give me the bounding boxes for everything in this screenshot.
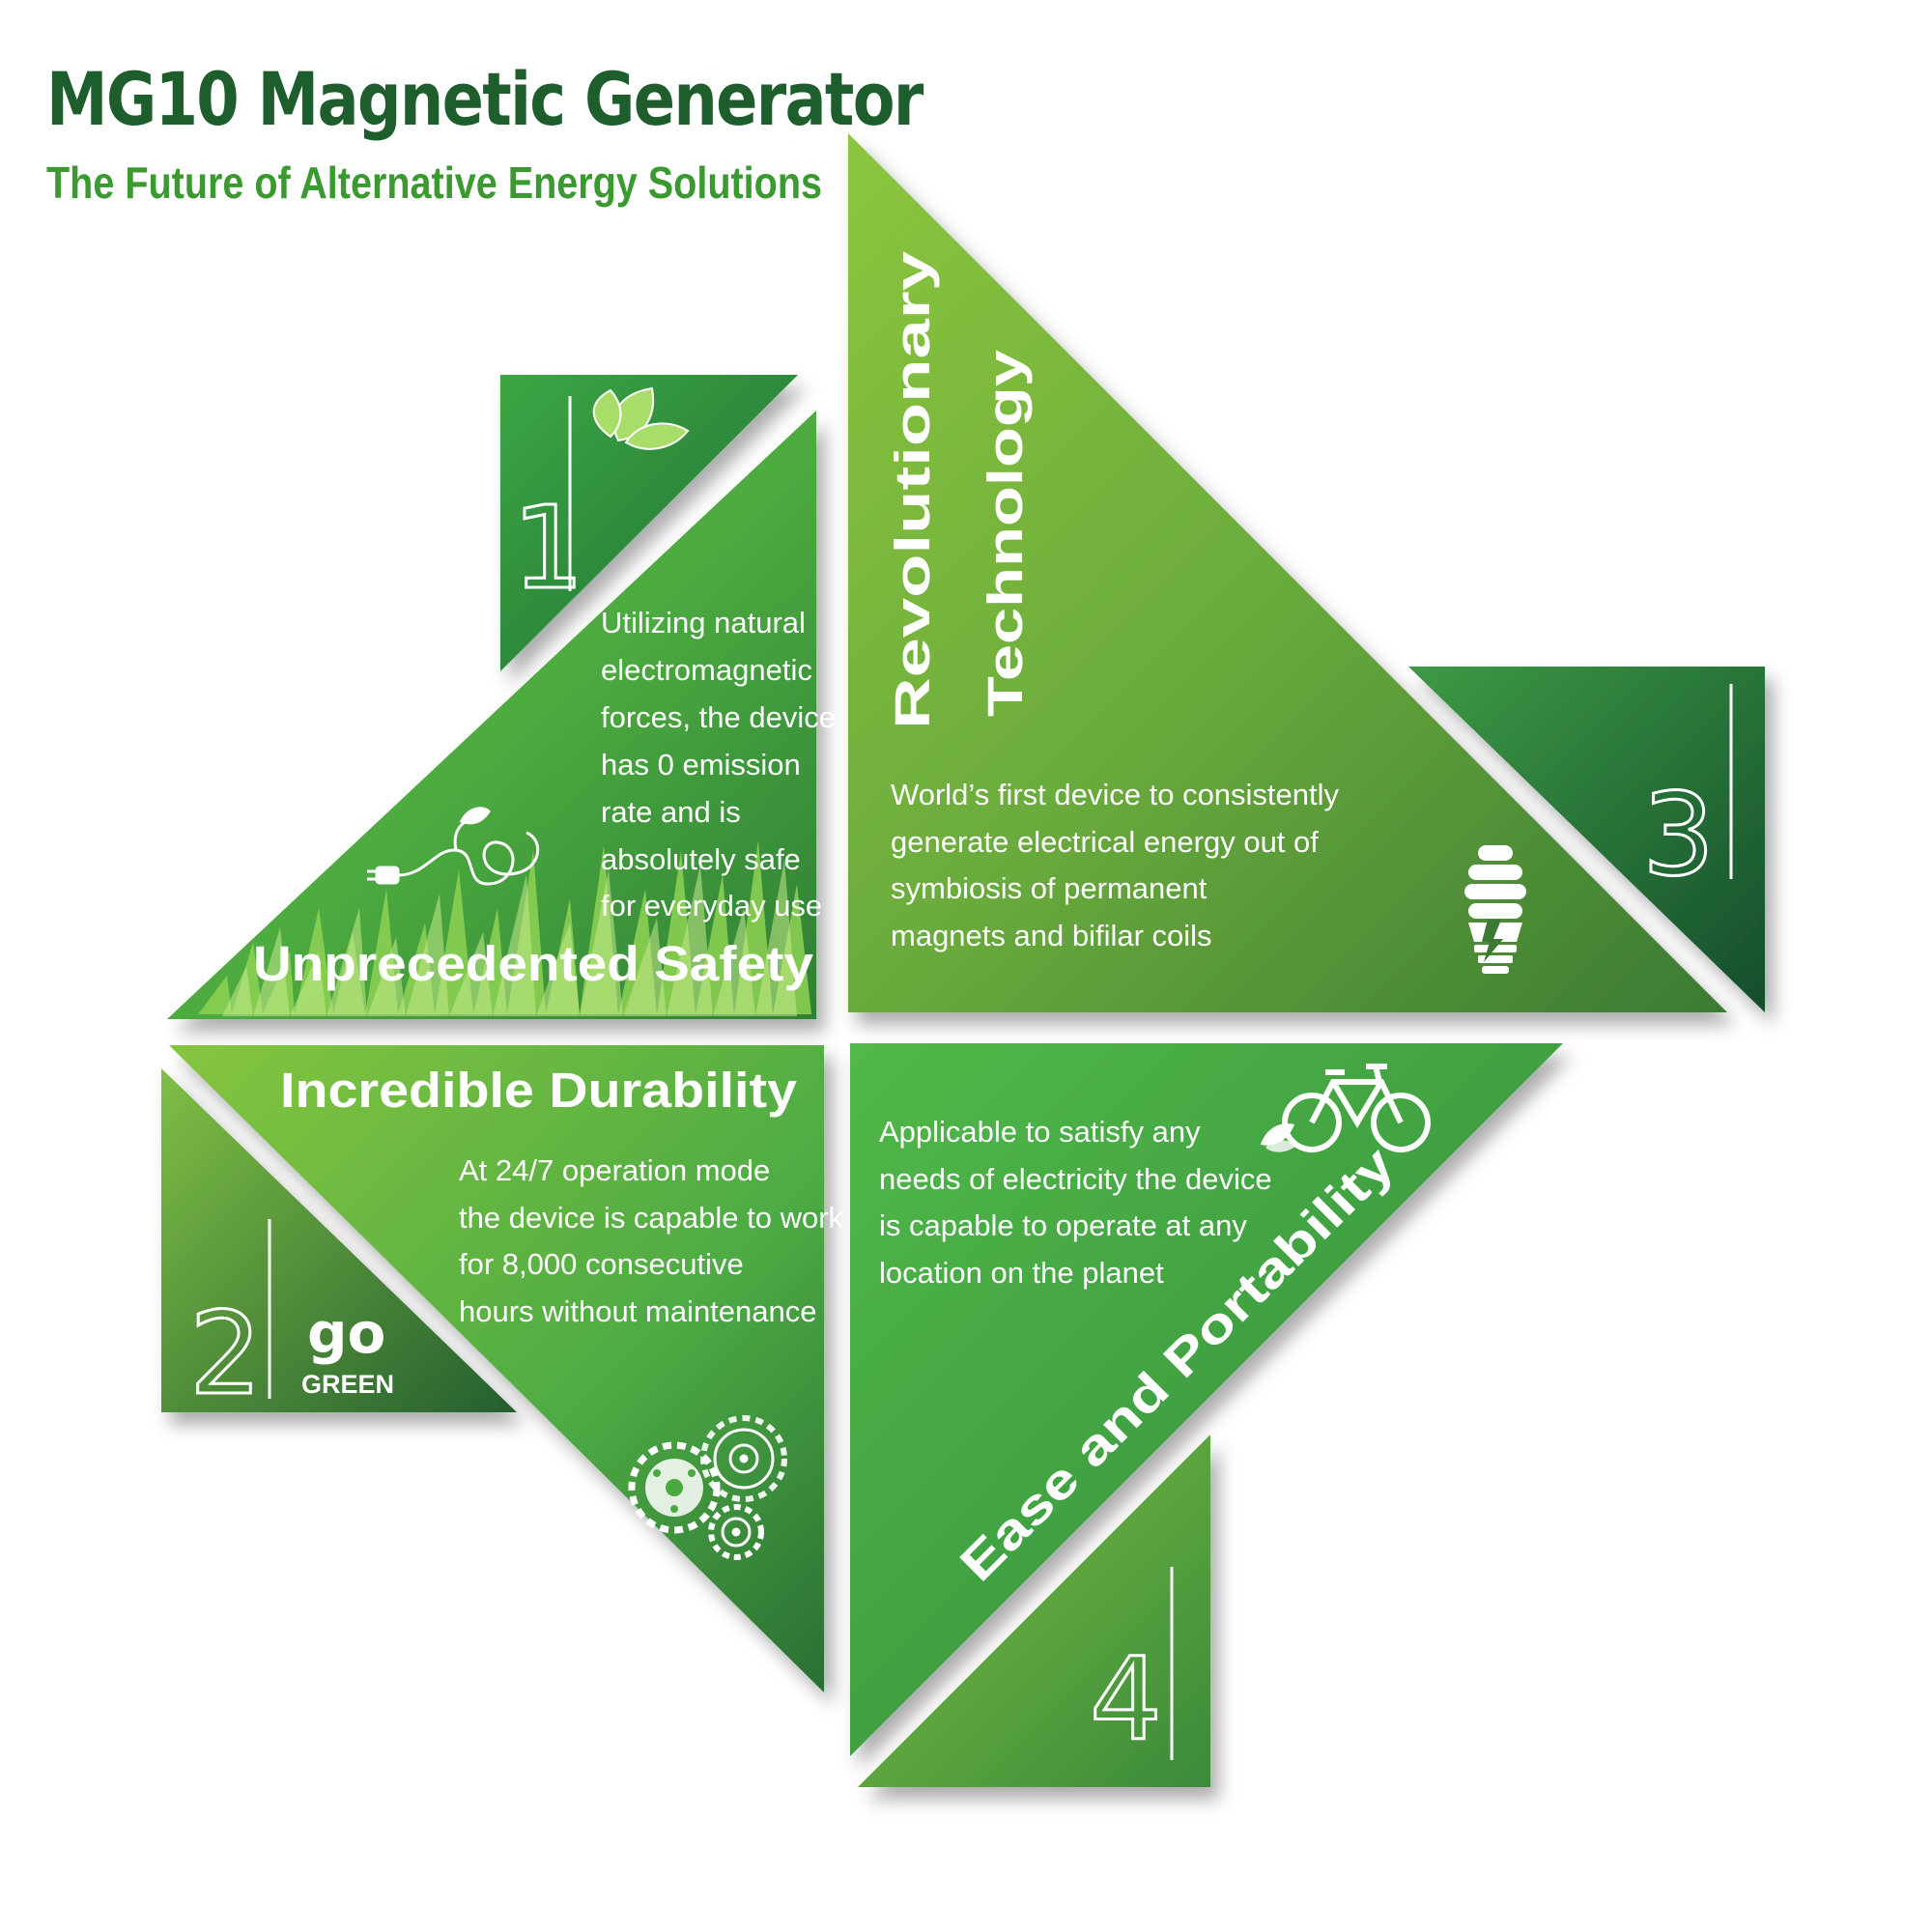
section3-body: World’s first device to consistently gen…: [891, 778, 1340, 952]
svg-text:At 24/7 operation mode: At 24/7 operation mode: [459, 1153, 770, 1187]
svg-text:World’s first device to consis: World’s first device to consistently: [891, 778, 1340, 811]
svg-text:hours without maintenance: hours without maintenance: [459, 1294, 817, 1328]
section2-number: 2: [189, 1287, 262, 1420]
svg-text:rate and is: rate and is: [601, 795, 741, 829]
svg-text:Utilizing natural: Utilizing natural: [601, 606, 806, 639]
svg-text:forces, the device: forces, the device: [601, 700, 836, 734]
section3-heading-line1: Revolutionary: [885, 250, 940, 729]
svg-text:electromagnetic: electromagnetic: [601, 653, 812, 687]
svg-text:location on the planet: location on the planet: [879, 1256, 1164, 1290]
section4-triangle-piece: [850, 1043, 1563, 1756]
go-green-badge-bottom: GREEN: [301, 1370, 394, 1399]
page-title: MG10 Magnetic Generator: [46, 56, 923, 142]
section2-small-piece: [161, 1068, 517, 1412]
section3-small-piece: [1408, 667, 1765, 1012]
svg-text:for 8,000 consecutive: for 8,000 consecutive: [459, 1247, 744, 1281]
section4-small-piece: [858, 1435, 1210, 1787]
section1-body: Utilizing natural electromagnetic forces…: [601, 606, 836, 923]
go-green-badge-top: go: [307, 1300, 385, 1366]
gears-icon: [628, 1415, 787, 1560]
section2-heading: Incredible Durability: [280, 1063, 798, 1118]
leaf-icon: [1261, 1122, 1296, 1152]
svg-text:Applicable to satisfy any: Applicable to satisfy any: [879, 1115, 1201, 1149]
section1-square-piece: [500, 375, 798, 671]
svg-text:symbiosis of permanent: symbiosis of permanent: [891, 871, 1208, 905]
bicycle-icon: [1282, 1064, 1431, 1152]
section1-number: 1: [512, 481, 584, 614]
section1-triangle-piece: [167, 411, 816, 1019]
svg-text:is capable to operate at any: is capable to operate at any: [879, 1208, 1247, 1242]
svg-text:absolutely safe: absolutely safe: [601, 842, 801, 876]
svg-text:generate electrical energy out: generate electrical energy out of: [891, 825, 1319, 859]
cfl-bulb-icon: [1464, 845, 1526, 974]
section1-heading: Unprecedented Safety: [253, 936, 814, 991]
section4-body: Applicable to satisfy any needs of elect…: [879, 1115, 1272, 1290]
svg-text:for everyday use: for everyday use: [601, 889, 822, 923]
page-subtitle: The Future of Alternative Energy Solutio…: [46, 157, 823, 208]
section3-heading-line2: Technology: [978, 349, 1033, 717]
plug-leaf-icon: [367, 807, 540, 886]
section2-body: At 24/7 operation mode the device is cap…: [459, 1153, 844, 1328]
svg-text:magnets and bifilar coils: magnets and bifilar coils: [891, 919, 1212, 952]
leaves-icon: [592, 386, 690, 450]
svg-text:needs of electricity the devic: needs of electricity the device: [879, 1162, 1272, 1196]
section3-number: 3: [1642, 768, 1715, 901]
section3-triangle-piece: [848, 133, 1727, 1012]
grass-image: [198, 840, 811, 1016]
svg-text:the device is capable to work: the device is capable to work: [459, 1201, 844, 1235]
section4-number: 4: [1090, 1633, 1162, 1766]
svg-text:has 0 emission: has 0 emission: [601, 748, 801, 781]
